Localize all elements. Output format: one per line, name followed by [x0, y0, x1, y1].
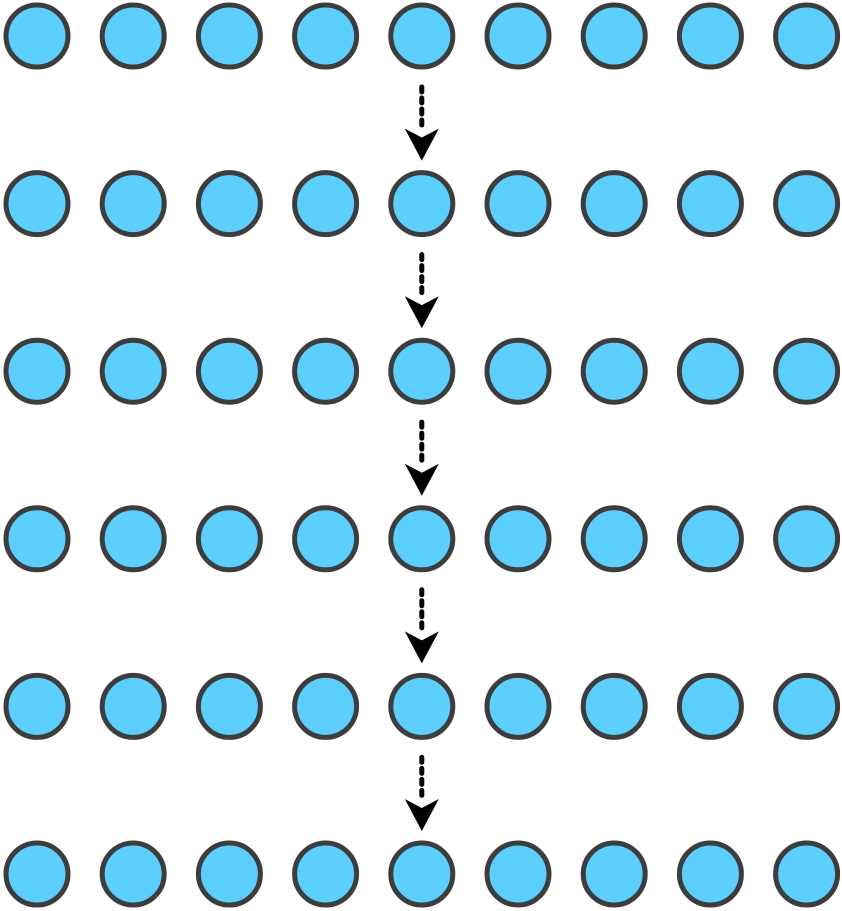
node-5-4 [292, 672, 360, 740]
node-6-7 [580, 840, 648, 908]
arrow-head [404, 463, 439, 496]
node-4-3 [195, 505, 263, 573]
arrow-head [404, 296, 439, 329]
arrows-layer [404, 84, 439, 831]
node-1-1 [3, 2, 71, 70]
arrow-1-to-2 [404, 84, 439, 161]
node-3-5 [388, 337, 456, 405]
node-1-3 [195, 2, 263, 70]
node-3-6 [484, 337, 552, 405]
node-row-2 [3, 170, 841, 238]
node-3-4 [292, 337, 360, 405]
nodes-layer [3, 2, 841, 908]
node-4-4 [292, 505, 360, 573]
arrow-head [404, 799, 439, 831]
node-6-3 [195, 840, 263, 908]
node-4-8 [676, 505, 744, 573]
arrow-2-to-3 [404, 252, 439, 329]
node-1-2 [99, 2, 167, 70]
node-row-5 [3, 672, 841, 740]
node-3-2 [99, 337, 167, 405]
node-6-2 [99, 840, 167, 908]
node-row-1 [3, 2, 841, 70]
node-4-9 [773, 505, 841, 573]
node-2-4 [292, 170, 360, 238]
arrow-head [404, 631, 439, 664]
node-5-8 [676, 672, 744, 740]
node-2-8 [676, 170, 744, 238]
node-2-1 [3, 170, 71, 238]
node-6-9 [773, 840, 841, 908]
node-4-5 [388, 505, 456, 573]
node-row-3 [3, 337, 841, 405]
node-6-1 [3, 840, 71, 908]
node-3-1 [3, 337, 71, 405]
node-row-6 [3, 840, 841, 908]
node-3-9 [773, 337, 841, 405]
arrow-head [404, 128, 439, 161]
node-6-8 [676, 840, 744, 908]
node-5-1 [3, 672, 71, 740]
node-2-3 [195, 170, 263, 238]
node-2-9 [773, 170, 841, 238]
node-1-4 [292, 2, 360, 70]
node-2-6 [484, 170, 552, 238]
arrow-5-to-6 [404, 754, 439, 831]
node-5-6 [484, 672, 552, 740]
node-5-2 [99, 672, 167, 740]
node-1-8 [676, 2, 744, 70]
node-1-9 [773, 2, 841, 70]
node-5-3 [195, 672, 263, 740]
node-1-7 [580, 2, 648, 70]
node-3-7 [580, 337, 648, 405]
node-6-4 [292, 840, 360, 908]
node-2-7 [580, 170, 648, 238]
node-1-5 [388, 2, 456, 70]
node-4-6 [484, 505, 552, 573]
node-1-6 [484, 2, 552, 70]
node-6-6 [484, 840, 552, 908]
arrow-4-to-5 [404, 587, 439, 664]
node-3-3 [195, 337, 263, 405]
node-4-1 [3, 505, 71, 573]
node-5-9 [773, 672, 841, 740]
node-3-8 [676, 337, 744, 405]
node-4-7 [580, 505, 648, 573]
node-4-2 [99, 505, 167, 573]
node-5-5 [388, 672, 456, 740]
node-2-5 [388, 170, 456, 238]
node-6-5 [388, 840, 456, 908]
node-2-2 [99, 170, 167, 238]
node-row-4 [3, 505, 841, 573]
node-5-7 [580, 672, 648, 740]
arrow-3-to-4 [404, 419, 439, 496]
